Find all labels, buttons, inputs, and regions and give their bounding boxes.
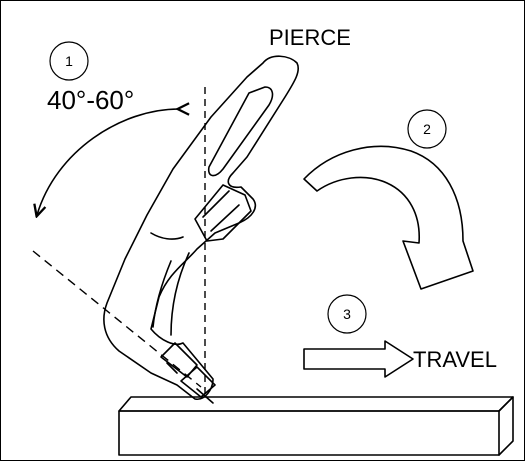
workpiece — [118, 396, 514, 456]
angle-label: 40°-60° — [47, 85, 134, 115]
step-3-number: 3 — [343, 306, 351, 322]
angle-arc-arrow — [37, 109, 179, 215]
rotation-arrow — [303, 145, 474, 290]
pierce-label: PIERCE — [269, 25, 351, 50]
travel-arrow — [303, 340, 414, 378]
step-1-badge: 1 — [49, 41, 89, 81]
torch-nozzle — [160, 342, 198, 378]
step-3-badge: 3 — [327, 294, 367, 334]
plasma-torch — [103, 55, 300, 404]
step-2-number: 2 — [423, 121, 431, 137]
travel-label: TRAVEL — [413, 347, 497, 372]
torch-outline — [103, 55, 300, 400]
torch-trigger — [194, 184, 252, 242]
torch-grip — [150, 232, 184, 240]
step-1-number: 1 — [65, 53, 73, 69]
torch-handle-slot — [207, 86, 274, 177]
angled-reference-line — [32, 250, 202, 388]
step-2-badge: 2 — [407, 109, 447, 149]
